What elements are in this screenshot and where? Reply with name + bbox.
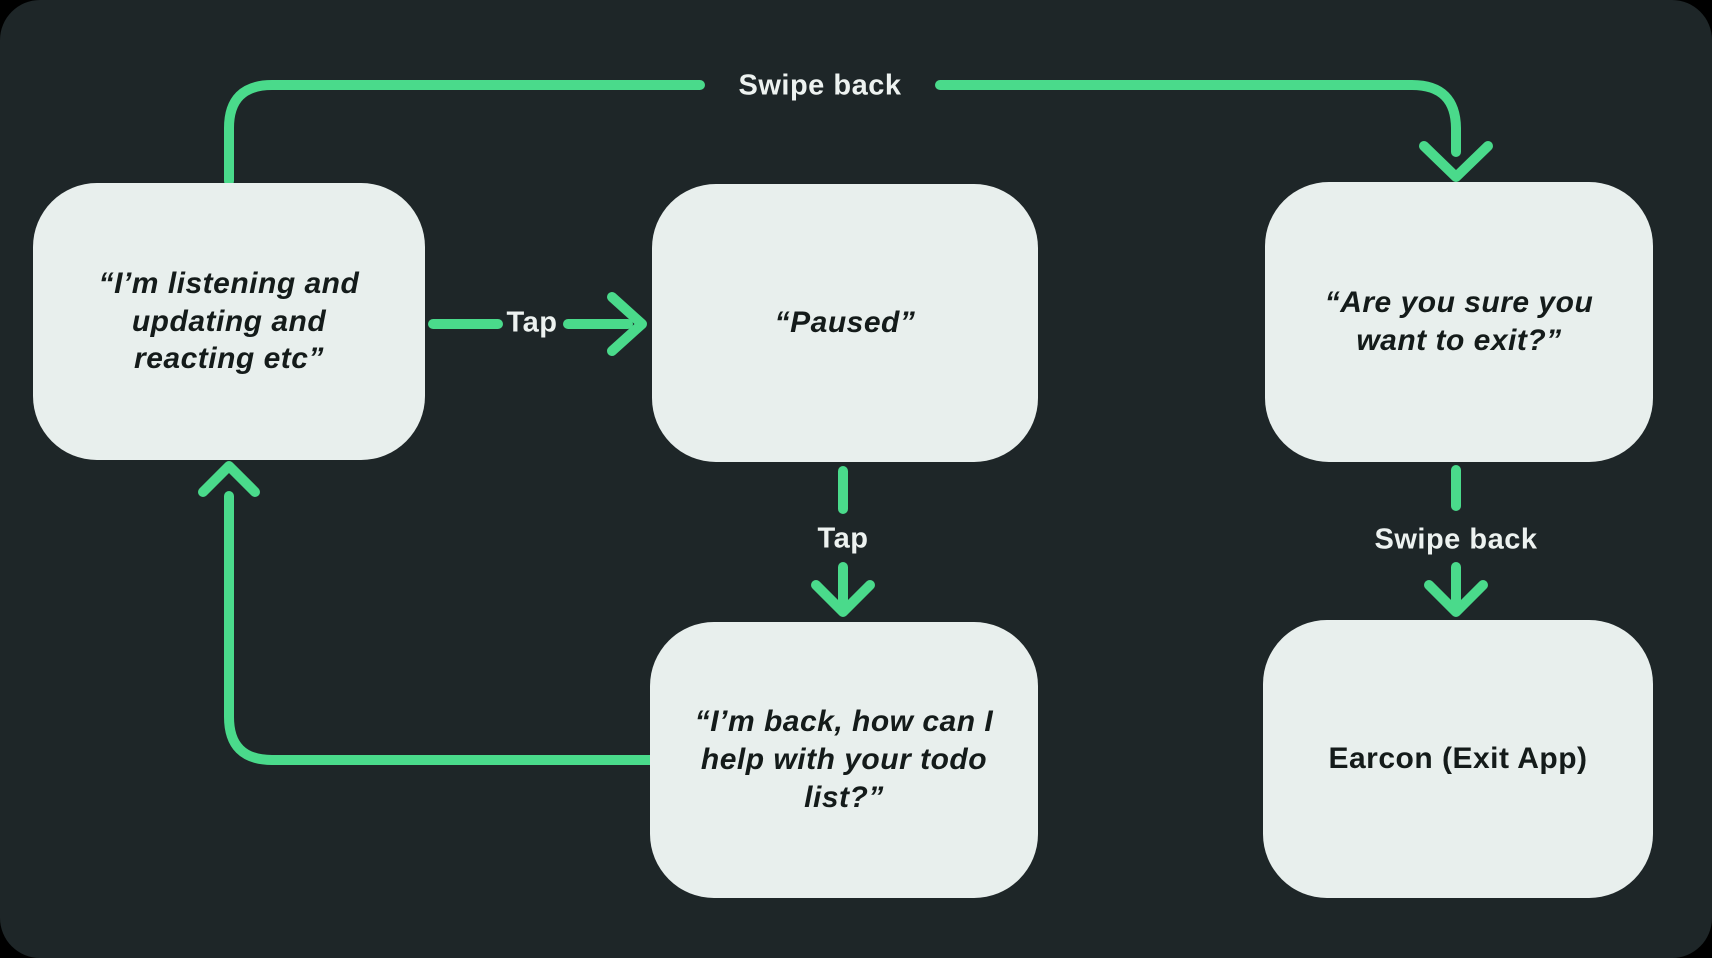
connector-return-loop (224, 491, 655, 765)
edge-label-swipe-back-top: Swipe back (738, 69, 902, 102)
node-listening-text: “I’m listening and updating and reacting… (98, 266, 360, 376)
connector-swipe-back-top-left (224, 80, 705, 186)
node-back-text: “I’m back, how can I help with your todo… (694, 705, 994, 814)
node-listening: “I’m listening and updating and reacting… (33, 183, 425, 460)
edge-label-swipe-back-right: Swipe back (1374, 523, 1538, 556)
node-earcon: Earcon (Exit App) (1263, 620, 1653, 898)
arrowhead-down-into-back (811, 580, 875, 617)
node-paused: “Paused” (652, 184, 1038, 462)
connector-swipe-back-top-right (935, 80, 1461, 157)
node-exit-confirm-text: “Are you sure you want to exit?” (1324, 286, 1594, 357)
arrowhead-up-into-listening (198, 461, 260, 497)
edge-label-tap-horizontal: Tap (506, 306, 558, 339)
arrowhead-right-into-paused (607, 292, 647, 356)
edge-label-tap-vertical: Tap (817, 522, 869, 555)
arrowhead-down-into-earcon (1424, 580, 1488, 617)
node-earcon-text: Earcon (Exit App) (1328, 742, 1588, 776)
node-back: “I’m back, how can I help with your todo… (650, 622, 1038, 898)
node-exit-confirm: “Are you sure you want to exit?” (1265, 182, 1653, 462)
node-paused-text: “Paused” (774, 306, 916, 340)
arrowhead-down-into-exit-confirm (1419, 141, 1493, 182)
